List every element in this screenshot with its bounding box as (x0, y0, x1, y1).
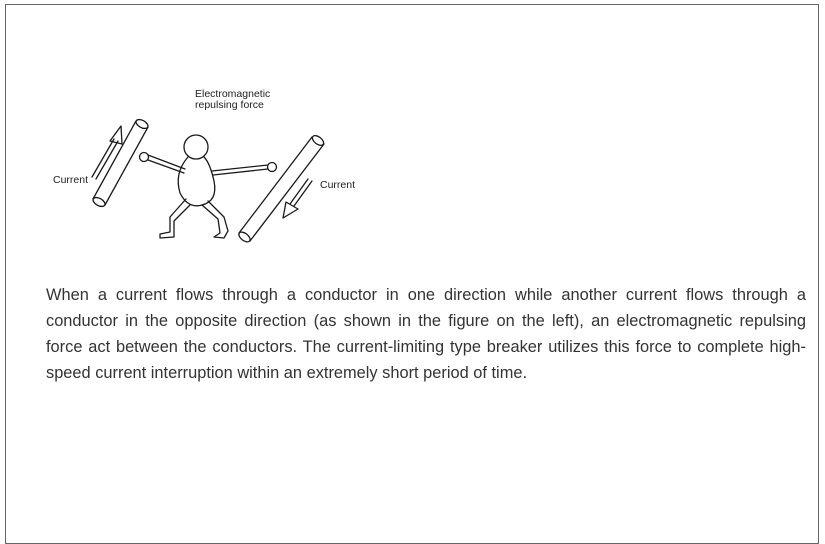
repulsion-figure-man (140, 135, 277, 238)
force-label: Electromagnetic repulsing force (195, 89, 285, 111)
explanation-paragraph: When a current flows through a conductor… (46, 282, 806, 386)
left-current-arrow (92, 126, 122, 179)
current-label-left: Current (53, 175, 88, 186)
repulsion-figure: Electromagnetic repulsing force Current … (42, 81, 372, 256)
current-label-right: Current (320, 180, 355, 191)
right-conductor (237, 134, 325, 244)
content-frame: Electromagnetic repulsing force Current … (5, 4, 819, 544)
right-current-arrow (283, 179, 312, 218)
